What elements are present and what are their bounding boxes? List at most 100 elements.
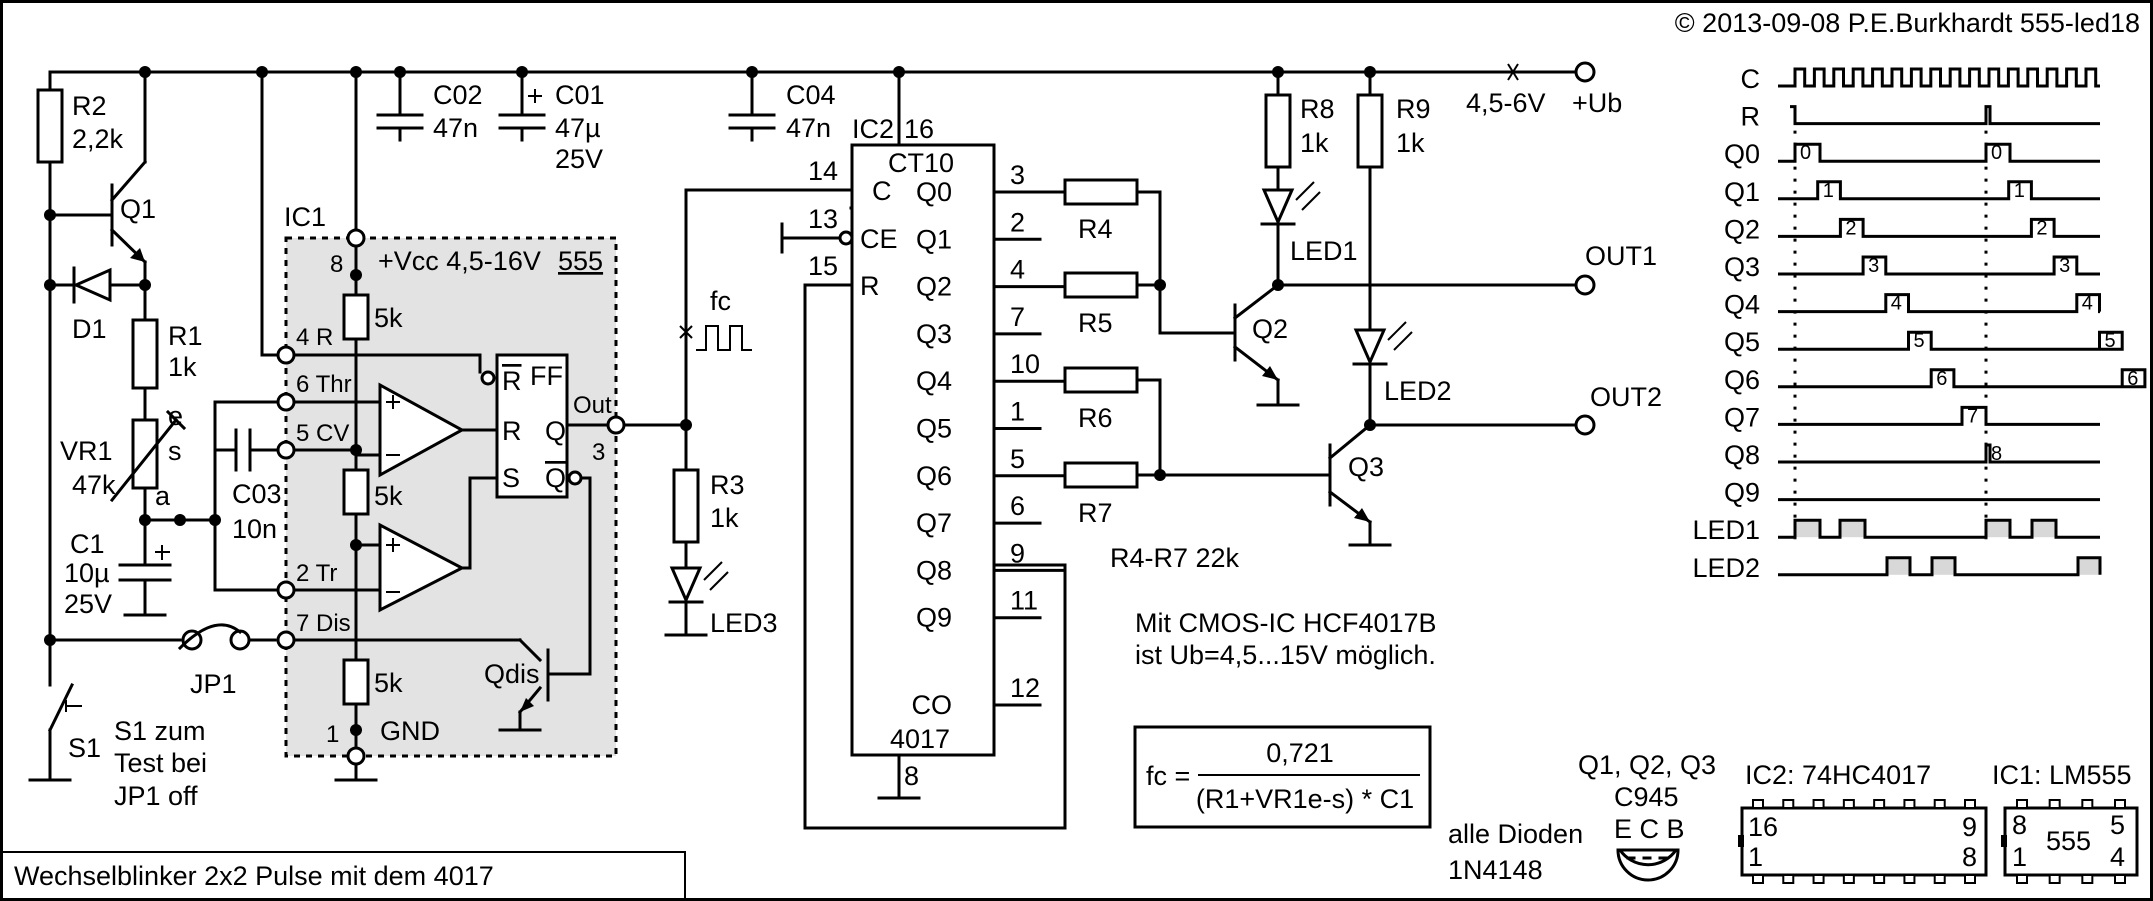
r2-label: R2	[72, 91, 107, 121]
formula-num: 0,721	[1266, 738, 1334, 768]
pkg-ic1-title: IC1: LM555	[1992, 760, 2132, 790]
wave-led1	[1778, 518, 2100, 539]
junction-dot	[350, 539, 362, 551]
output-q2: Q2	[916, 272, 952, 302]
timing-label-q4: Q4	[1724, 290, 1760, 320]
junction-dot	[350, 444, 362, 456]
caption: Wechselblinker 2x2 Pulse mit dem 4017	[14, 861, 494, 891]
r7-label: R7	[1078, 498, 1113, 528]
wave-q5	[1778, 330, 2124, 351]
junction-dot	[350, 66, 362, 78]
pulse-label: 3	[1868, 255, 1879, 277]
package-pin	[2048, 799, 2061, 809]
wave-q4	[1778, 293, 2101, 314]
package-pin	[1812, 874, 1825, 884]
wave-q7	[1778, 405, 2100, 426]
junction-dot	[1272, 279, 1284, 291]
formula-lhs: fc =	[1146, 761, 1190, 791]
pulse-label: 0	[1991, 142, 2002, 164]
c01-voltage: 25V	[555, 144, 603, 174]
pulse-label: 6	[2127, 368, 2138, 390]
pulse-label: 4	[1891, 293, 1902, 315]
ic1-label: IC1	[284, 202, 326, 232]
ic1-pin1: 1	[326, 721, 339, 748]
s1-note-2: Test bei	[114, 748, 207, 778]
wave-fill	[1986, 520, 2010, 538]
supply-caps: C02 47n C01 47µ 25V C04 47n	[376, 70, 836, 174]
vr1-value: 47k	[72, 470, 116, 500]
pulse-label: 8	[1991, 443, 2002, 465]
in-14-name: C	[872, 176, 892, 206]
package-pin	[1873, 799, 1886, 809]
package-pin	[1903, 799, 1916, 809]
r8-value: 1k	[1300, 128, 1329, 158]
package-pin	[1964, 799, 1976, 809]
junction-dot	[44, 279, 56, 291]
junction-dot	[680, 419, 692, 431]
qdis-label: Qdis	[484, 659, 540, 689]
package-pin	[1903, 874, 1916, 884]
q2-label: Q2	[1252, 314, 1288, 344]
r3-value: 1k	[710, 503, 739, 533]
c02-label: C02	[433, 80, 483, 110]
fc-branch: fc R3 1k LED3	[664, 177, 877, 638]
timing-label-q7: Q7	[1724, 402, 1760, 432]
ff-label: FF	[530, 361, 563, 391]
package-pin	[1752, 799, 1764, 809]
timing-label-q3: Q3	[1724, 252, 1760, 282]
diodes-1: alle Dioden	[1448, 819, 1583, 849]
c03-label: C03	[232, 479, 282, 509]
ff-q: Q	[545, 416, 566, 446]
package-pin	[2016, 799, 2028, 809]
pulse-label: 1	[2014, 180, 2025, 202]
supply-label: +Ub	[1572, 88, 1622, 118]
wave-q2	[1778, 217, 2100, 238]
pulse-label: 3	[2059, 255, 2070, 277]
output-pin-11: 11	[1010, 586, 1038, 616]
timing-label-q2: Q2	[1724, 214, 1760, 244]
output-pin-10: 10	[1010, 349, 1040, 379]
timing-label-c: C	[1741, 64, 1761, 94]
pkg-ic1-tl: 8	[2012, 810, 2027, 840]
ic2-label: IC2	[852, 114, 894, 144]
r8-label: R8	[1300, 94, 1335, 124]
supply-range: 4,5-6V	[1466, 88, 1546, 118]
c1-value: 10µ	[64, 558, 110, 588]
note-cmos-2: ist Ub=4,5...15V möglich.	[1135, 640, 1436, 670]
note-cmos-1: Mit CMOS-IC HCF4017B	[1135, 608, 1437, 638]
r3-label: R3	[710, 470, 745, 500]
pulse-label: 4	[2082, 293, 2093, 315]
pin-5cv: 5 CV	[296, 420, 349, 447]
pkg-ic2-tr: 9	[1962, 812, 1977, 842]
pin-2tr: 2 Tr	[296, 560, 337, 587]
in-14-num: 14	[808, 156, 838, 186]
junction-dot	[209, 514, 221, 526]
output-pin-12: 12	[1010, 673, 1040, 703]
trans-note-3: E C B	[1614, 814, 1685, 844]
timing-label-q5: Q5	[1724, 327, 1760, 357]
ic1-gnd: GND	[380, 716, 440, 746]
r5k-1: 5k	[374, 303, 403, 333]
output-pin-2: 2	[1010, 207, 1025, 237]
junction-dot	[1154, 279, 1166, 291]
output-q8: Q8	[916, 555, 952, 585]
output-pin-3: 3	[1010, 160, 1025, 190]
package-pin	[2081, 799, 2094, 809]
led3-label: LED3	[710, 608, 778, 638]
wave-fill	[1840, 520, 1865, 538]
ic1-pin3: 3	[592, 439, 605, 466]
package-pin	[2048, 874, 2061, 884]
junction-dot	[1364, 419, 1376, 431]
output-q7: Q7	[916, 508, 952, 538]
timing-label-q8: Q8	[1724, 440, 1760, 470]
pin-4r: 4 R	[296, 324, 333, 351]
r9-label: R9	[1396, 94, 1431, 124]
caption-box	[1, 851, 686, 900]
timing-label-q0: Q0	[1724, 139, 1760, 169]
r1-label: R1	[168, 321, 203, 351]
r9-value: 1k	[1396, 128, 1425, 158]
junction-dots	[44, 66, 1376, 736]
ic2-pin16: 16	[904, 114, 934, 144]
